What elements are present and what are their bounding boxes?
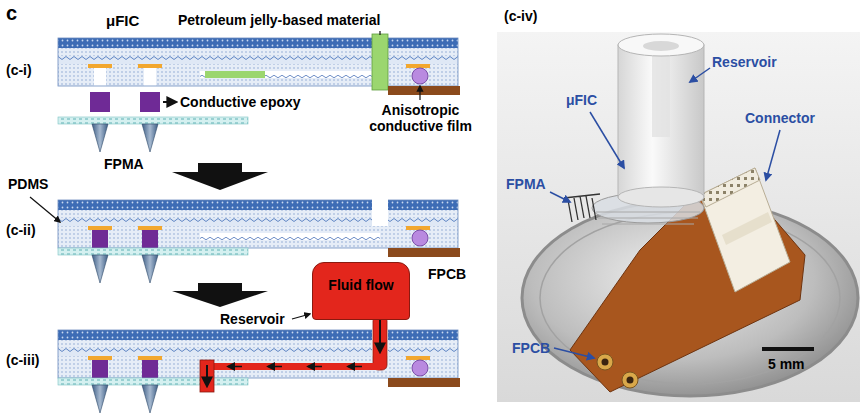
- part-label: FPCB: [428, 266, 466, 282]
- photo-callout: Reservoir: [712, 54, 777, 70]
- part-label: PDMS: [8, 176, 48, 192]
- step-label: (c-iii): [6, 352, 39, 368]
- photo-callout: Connector: [745, 110, 815, 126]
- panel-label: (c-iv): [504, 8, 537, 24]
- node-text: Fluid flow: [319, 277, 403, 293]
- reservoir-shape: Fluid flow: [312, 262, 410, 320]
- photo-callout: FPMA: [506, 176, 546, 192]
- device-title: μFIC: [106, 12, 139, 29]
- part-label: Petroleum jelly-based material: [178, 12, 380, 28]
- photo-callout: FPCB: [512, 340, 550, 356]
- part-label: FPMA: [104, 156, 144, 172]
- step-label: (c-ii): [6, 222, 36, 238]
- step-label: (c-i): [6, 62, 32, 78]
- photo-callout: μFIC: [566, 92, 597, 108]
- part-label: Anisotropic conductive film: [358, 102, 483, 134]
- scale-label: 5 mm: [768, 356, 805, 372]
- part-label: Conductive epoxy: [180, 94, 301, 110]
- panel-letter: c: [6, 2, 17, 25]
- part-label: Reservoir: [220, 311, 285, 327]
